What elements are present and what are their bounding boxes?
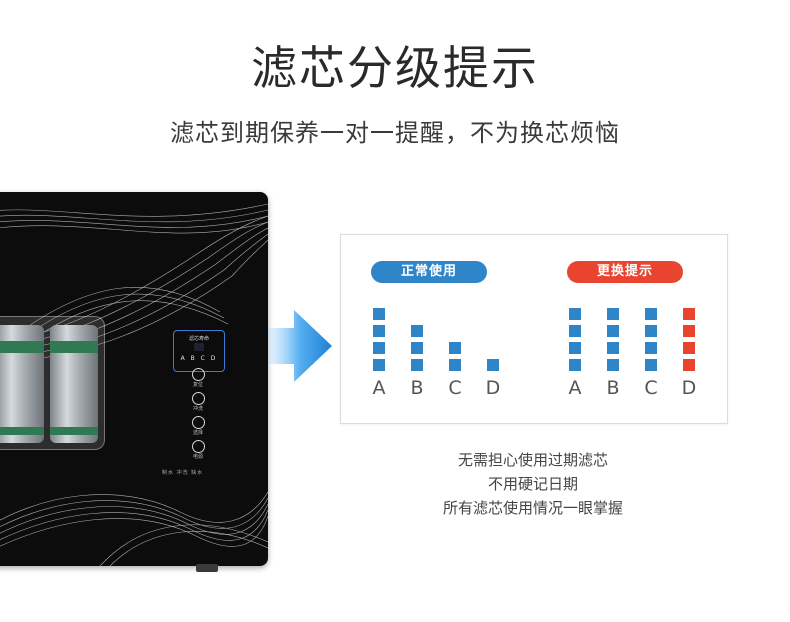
status-labels: 制水 冲洗 缺水 [162, 470, 204, 476]
level-block [569, 308, 581, 320]
filter-life-display: 滤芯寿命 A B C D [173, 330, 225, 372]
level-block [487, 359, 499, 371]
level-block [411, 359, 423, 371]
level-block [449, 342, 461, 354]
water-purifier-device: 滤芯寿命 A B C D 复位 冲洗 选择 电源 制水 冲洗 缺水 [0, 192, 268, 566]
arrow-right-icon [268, 310, 332, 382]
level-block [645, 342, 657, 354]
level-block [569, 342, 581, 354]
level-block [607, 359, 619, 371]
level-block [569, 359, 581, 371]
level-block [373, 342, 385, 354]
reset-icon[interactable] [192, 368, 205, 381]
level-block [683, 308, 695, 320]
level-block [683, 359, 695, 371]
flush-button-label: 冲洗 [192, 406, 203, 412]
normal-use-badge: 正常使用 [371, 261, 487, 283]
display-segment [194, 343, 204, 351]
level-block [645, 308, 657, 320]
filter-status-card: 正常使用 更换提示 A B C D A B C D [340, 234, 728, 424]
page-title: 滤芯分级提示 [251, 41, 539, 95]
level-block [607, 325, 619, 337]
level-block [449, 359, 461, 371]
flush-icon[interactable] [192, 392, 205, 405]
category-label: A [372, 377, 386, 399]
filter-cartridge [0, 325, 44, 443]
category-label: C [448, 377, 462, 399]
replace-alert-badge: 更换提示 [567, 261, 683, 283]
device-foot [196, 564, 218, 572]
level-block [607, 342, 619, 354]
power-button-label: 电源 [192, 454, 203, 460]
level-block [411, 325, 423, 337]
filter-cartridge [50, 325, 98, 443]
level-block [373, 359, 385, 371]
level-block [373, 308, 385, 320]
select-icon[interactable] [192, 416, 205, 429]
note-line-3: 所有滤芯使用情况一眼掌握 [442, 499, 623, 517]
level-block [683, 342, 695, 354]
category-label: B [410, 377, 424, 399]
level-block [411, 342, 423, 354]
category-label: B [606, 377, 620, 399]
select-button-label: 选择 [192, 430, 203, 436]
note-line-1: 无需担心使用过期滤芯 [457, 451, 608, 469]
display-title: 滤芯寿命 [188, 336, 209, 342]
category-label: C [644, 377, 658, 399]
level-block [373, 325, 385, 337]
category-label: D [485, 377, 501, 399]
category-label: D [681, 377, 697, 399]
power-icon[interactable] [192, 440, 205, 453]
reset-button-label: 复位 [192, 382, 203, 388]
page-subtitle: 滤芯到期保养一对一提醒，不为换芯烦恼 [170, 119, 620, 147]
level-block [683, 325, 695, 337]
level-block [607, 308, 619, 320]
level-block [645, 359, 657, 371]
level-block [645, 325, 657, 337]
filter-cartridge-window [0, 316, 105, 450]
level-block [569, 325, 581, 337]
note-line-2: 不用硬记日期 [487, 475, 578, 493]
category-label: A [568, 377, 582, 399]
display-letters: A B C D [180, 355, 218, 362]
